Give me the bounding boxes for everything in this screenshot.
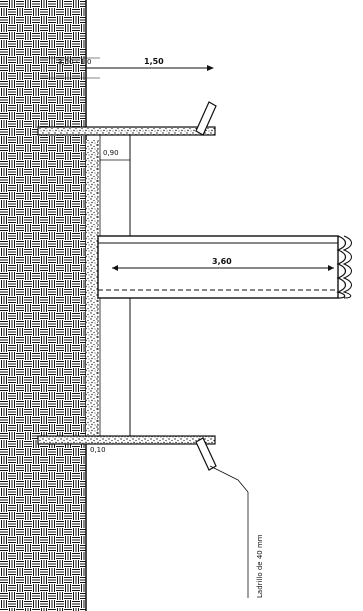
caption-label: Ladrillo de 40 mm (256, 534, 264, 598)
top-dimension-label: 1,50 (144, 57, 164, 66)
upper-slab (37, 101, 217, 136)
main-beam (97, 235, 339, 299)
gravel-fill (86, 140, 99, 440)
top-dimension (40, 57, 214, 79)
offset-label: 0,90 (103, 149, 119, 157)
brick-wall (0, 0, 87, 611)
lower-slab (37, 435, 217, 471)
top-small-label: 3,50 · 1,0 (58, 58, 91, 66)
span-label: 3,60 (212, 257, 232, 266)
lower-side-label: 0,10 (90, 446, 106, 454)
span-dimension (112, 265, 334, 271)
caption-leader (209, 465, 249, 598)
offset-dimension (99, 156, 131, 164)
beam-break-line (336, 235, 352, 299)
